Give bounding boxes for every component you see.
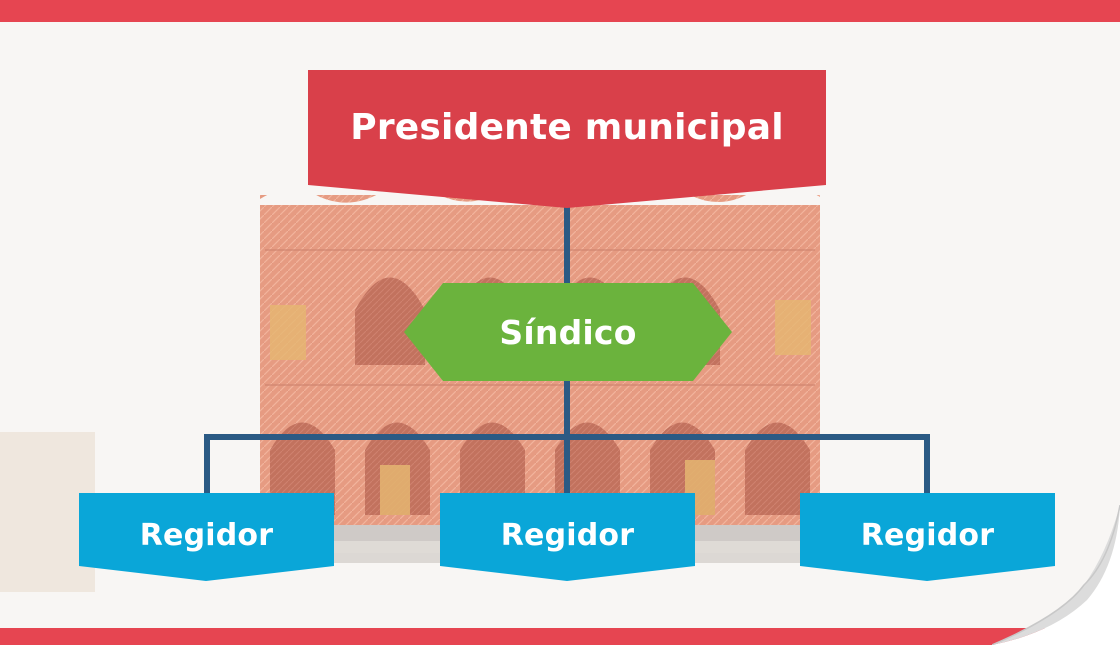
bottom-border-band: [0, 628, 1120, 645]
top-border-band: [0, 0, 1120, 22]
regidor-label-2: Regidor: [500, 518, 635, 553]
regidor-label-3: Regidor: [860, 518, 995, 553]
president-label: Presidente municipal: [350, 107, 784, 148]
sindico-label: Síndico: [499, 312, 637, 352]
page-curl-corner: [992, 505, 1120, 645]
regidor-label-1: Regidor: [139, 518, 274, 553]
